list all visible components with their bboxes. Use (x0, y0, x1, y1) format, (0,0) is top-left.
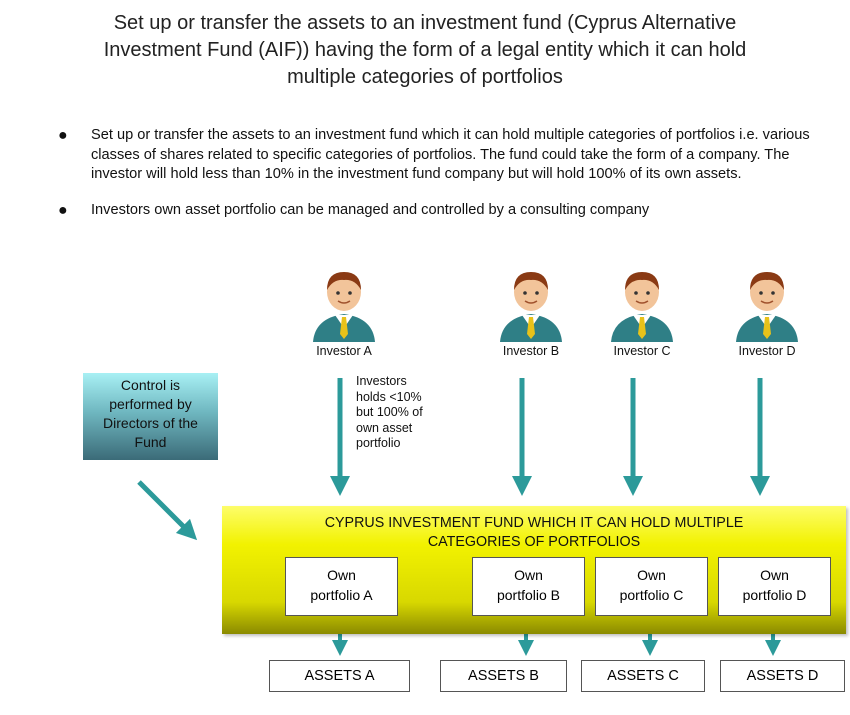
note-line: portfolio (356, 436, 401, 450)
portfolio-line: portfolio D (742, 587, 807, 603)
investor-label: Investor C (613, 344, 671, 358)
person-icon (611, 272, 673, 342)
asset-c: ASSETS C (581, 660, 705, 692)
note-line: but 100% of (356, 405, 423, 419)
bullet-item: ● Investors own asset portfolio can be m… (58, 201, 838, 221)
bullet-text: Investors own asset portfolio can be man… (91, 201, 650, 218)
bullet-list: ● Set up or transfer the assets to an in… (58, 126, 838, 220)
arrow-control (137, 480, 198, 541)
control-line: Fund (134, 434, 167, 450)
portfolio-line: portfolio B (496, 587, 561, 603)
investor-label: Investor D (738, 344, 796, 358)
portfolio-line: Own (637, 567, 666, 583)
investor-a: Investor A (294, 268, 394, 358)
fund-title-line: CATEGORIES OF PORTFOLIOS (427, 534, 641, 550)
control-box: Control is performed by Directors of the… (83, 373, 218, 460)
investor-b: Investor B (481, 268, 581, 358)
asset-d: ASSETS D (720, 660, 845, 692)
portfolio-b: Own portfolio B (472, 557, 585, 616)
portfolio-line: Own (514, 567, 543, 583)
investor-c: Investor C (592, 268, 692, 358)
bullet-dot-icon: ● (58, 127, 68, 144)
note-line: own asset (356, 420, 413, 435)
bullet-text: Set up or transfer the assets to an inve… (91, 127, 810, 182)
person-icon (313, 272, 375, 342)
asset-b: ASSETS B (440, 660, 567, 692)
portfolio-d: Own portfolio D (718, 557, 831, 616)
portfolio-line: Own (327, 567, 356, 583)
note-line: Investors (356, 374, 407, 388)
page-title: Set up or transfer the assets to an inve… (0, 10, 850, 91)
bullet-item: ● Set up or transfer the assets to an in… (58, 126, 838, 185)
note-line: holds <10% (356, 389, 422, 404)
portfolio-line: Own (760, 567, 789, 583)
investor-label: Investor B (502, 344, 560, 358)
portfolio-a: Own portfolio A (285, 557, 398, 616)
bullet-dot-icon: ● (58, 201, 68, 219)
control-line: Control is (120, 377, 181, 393)
investor-label: Investor A (316, 344, 372, 358)
fund-title-line: CYPRUS INVESTMENT FUND WHICH IT CAN HOLD… (324, 515, 744, 531)
title-line-2: Investment Fund (AIF)) having the form o… (103, 39, 747, 61)
control-line: Directors of the (103, 415, 198, 431)
portfolio-c: Own portfolio C (595, 557, 708, 616)
holding-note: Investors holds <10% but 100% of own ass… (356, 374, 423, 452)
title-line-1: Set up or transfer the assets to an inve… (113, 12, 737, 34)
fund-title: CYPRUS INVESTMENT FUND WHICH IT CAN HOLD… (222, 514, 846, 552)
portfolio-line: portfolio C (619, 587, 684, 603)
asset-a: ASSETS A (269, 660, 410, 692)
investor-d: Investor D (717, 268, 817, 358)
portfolio-line: portfolio A (310, 587, 373, 603)
person-icon (736, 272, 798, 342)
person-icon (500, 272, 562, 342)
title-line-3: multiple categories of portfolios (287, 66, 563, 88)
control-line: performed by (109, 396, 192, 412)
